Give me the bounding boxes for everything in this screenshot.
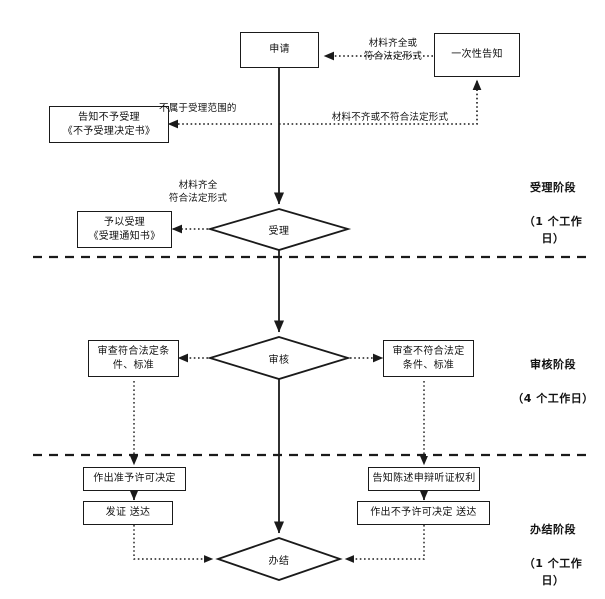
node-apply[interactable]: 申请	[240, 32, 319, 68]
node-decision-deny[interactable]: 作出不予许可决定 送达	[357, 501, 490, 525]
node-issue-deliver[interactable]: 发证 送达	[83, 501, 173, 525]
edge-label-materials-complete-legal-text: 材料齐全 符合法定形式	[168, 180, 228, 204]
edge-label-materials-complete-or-legal-text: 材料齐全或 符合法定形式	[363, 38, 423, 62]
edge-accept-to-onetime	[279, 79, 482, 125]
node-review-fail[interactable]: 审查不符合法定 条件、标准	[383, 340, 474, 377]
node-complete-label: 办结	[268, 555, 290, 567]
node-apply-label: 申请	[269, 44, 290, 55]
node-decision-approve-label: 作出准予许可决定	[93, 473, 176, 484]
node-review[interactable]: 审核	[249, 348, 309, 368]
stage-label-acceptance: 受理阶段 （1 个工作 日）	[508, 162, 598, 247]
node-decision-deny-label: 作出不予许可决定 送达	[370, 507, 477, 518]
node-complete[interactable]: 办结	[249, 549, 309, 569]
edge-issue-to-complete	[133, 525, 214, 563]
edge-label-materials-incomplete: 材料不齐或不符合法定形式	[292, 98, 488, 124]
node-grant-accept[interactable]: 予以受理 《受理通知书》	[77, 211, 172, 248]
stage-label-acceptance-name: 受理阶段	[530, 181, 576, 194]
node-one-time-notice[interactable]: 一次性告知	[434, 33, 520, 77]
node-accept[interactable]: 受理	[249, 219, 309, 239]
node-notify-rights-label: 告知陈述申辩听证权利	[372, 473, 476, 484]
node-notify-not-accept-label: 告知不予受理 《不予受理决定书》	[62, 111, 156, 137]
node-review-label: 审核	[268, 354, 290, 366]
node-notify-rights[interactable]: 告知陈述申辩听证权利	[368, 467, 480, 491]
node-review-fail-label: 审查不符合法定 条件、标准	[392, 345, 465, 371]
edge-label-out-of-scope: 不属于受理范围的	[159, 89, 281, 115]
edge-label-out-of-scope-text: 不属于受理范围的	[159, 103, 237, 114]
node-review-pass[interactable]: 审查符合法定条 件、标准	[88, 340, 179, 377]
node-issue-deliver-label: 发证 送达	[105, 507, 151, 518]
stage-label-completion: 办结阶段 （1 个工作 日）	[508, 504, 598, 589]
node-decision-approve[interactable]: 作出准予许可决定	[83, 467, 186, 491]
stage-label-acceptance-duration: （1 个工作 日）	[523, 215, 583, 245]
node-notify-not-accept[interactable]: 告知不予受理 《不予受理决定书》	[49, 106, 169, 143]
node-accept-label: 受理	[268, 225, 290, 237]
edge-label-materials-incomplete-text: 材料不齐或不符合法定形式	[331, 112, 449, 123]
node-one-time-notice-label: 一次性告知	[451, 49, 503, 60]
stage-label-review: 审核阶段 （4 个工作日）	[508, 339, 598, 407]
stage-label-review-duration: （4 个工作日）	[512, 392, 594, 405]
edge-label-materials-complete-or-legal: 材料齐全或 符合法定形式	[333, 24, 453, 63]
edge-deny-to-complete	[344, 525, 425, 563]
stage-label-review-name: 审核阶段	[530, 358, 576, 371]
stage-label-completion-duration: （1 个工作 日）	[523, 557, 583, 587]
node-grant-accept-label: 予以受理 《受理通知书》	[88, 216, 161, 242]
complete-diamond-shape	[215, 537, 343, 581]
stage-label-completion-name: 办结阶段	[530, 523, 576, 536]
node-review-pass-label: 审查符合法定条 件、标准	[97, 345, 170, 371]
edge-label-materials-complete-legal: 材料齐全 符合法定形式	[146, 166, 250, 205]
